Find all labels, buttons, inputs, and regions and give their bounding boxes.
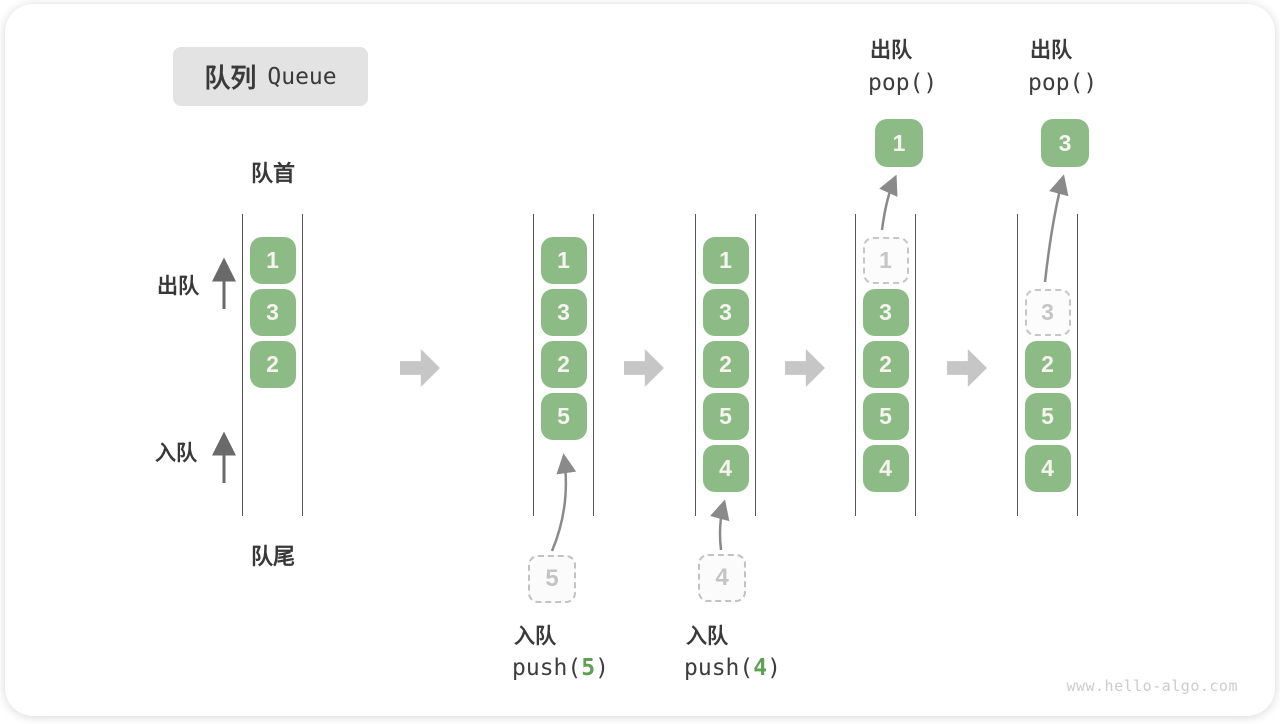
queue-cell: 1 bbox=[249, 237, 296, 284]
op-code-push-4: push(4) bbox=[684, 655, 781, 681]
staging-box-5: 5 bbox=[528, 555, 576, 603]
queue-cell: 1 bbox=[702, 237, 749, 284]
queue-cell: 2 bbox=[862, 341, 909, 388]
code-prefix: push( bbox=[684, 655, 754, 681]
label-dequeue-side: 出队 bbox=[157, 275, 199, 298]
queue-cell: 5 bbox=[1024, 393, 1071, 440]
queue-cell: 2 bbox=[249, 341, 296, 388]
queue-cell: 2 bbox=[702, 341, 749, 388]
code-arg: 5 bbox=[581, 655, 596, 681]
watermark: www.hello-algo.com bbox=[1066, 677, 1238, 695]
queue-cell: 5 bbox=[862, 393, 909, 440]
queue-cell: 5 bbox=[540, 393, 587, 440]
label-queue-front: 队首 bbox=[250, 161, 296, 186]
staging-box-4: 4 bbox=[698, 554, 746, 602]
op-code-pop-1: pop() bbox=[868, 70, 938, 96]
popped-box-3: 3 bbox=[1041, 119, 1089, 167]
queue-cell: 3 bbox=[249, 289, 296, 336]
queue-cell: 1 bbox=[540, 237, 587, 284]
state-transition-arrow-4 bbox=[947, 349, 987, 387]
queue-cell: 5 bbox=[702, 393, 749, 440]
code-suffix: ) bbox=[767, 655, 781, 681]
state-transition-arrow-1 bbox=[400, 349, 440, 387]
op-label-dequeue-2: 出队 bbox=[1030, 39, 1072, 62]
queue-cell: 4 bbox=[702, 445, 749, 492]
queue-column-1: 1 3 2 bbox=[242, 214, 303, 516]
op-label-dequeue-1: 出队 bbox=[870, 39, 912, 62]
queue-column-3: 1 3 2 5 4 bbox=[695, 214, 756, 516]
code-arg: 4 bbox=[753, 655, 768, 681]
label-queue-rear: 队尾 bbox=[250, 544, 296, 569]
code-prefix: push( bbox=[512, 655, 582, 681]
queue-cell: 3 bbox=[862, 289, 909, 336]
title-en: Queue bbox=[267, 63, 337, 90]
queue-cell: 3 bbox=[540, 289, 587, 336]
queue-cell: 2 bbox=[1024, 341, 1071, 388]
queue-cell: 2 bbox=[540, 341, 587, 388]
op-label-enqueue-1: 入队 bbox=[514, 625, 556, 648]
queue-cell: 4 bbox=[1024, 445, 1071, 492]
state-transition-arrow-3 bbox=[785, 349, 825, 387]
title-zh: 队列 bbox=[204, 63, 257, 93]
queue-cell-ghost: 1 bbox=[862, 237, 909, 284]
label-enqueue-side: 入队 bbox=[155, 442, 197, 465]
op-code-pop-2: pop() bbox=[1028, 70, 1098, 96]
op-code-push-5: push(5) bbox=[512, 655, 609, 681]
code-suffix: ) bbox=[595, 655, 609, 681]
queue-column-2: 1 3 2 5 bbox=[533, 214, 594, 516]
diagram-stage: 队列 Queue 队首 队尾 出队 入队 1 3 2 1 3 2 5 5 入队 … bbox=[5, 4, 1275, 716]
title-badge: 队列 Queue bbox=[173, 47, 368, 106]
queue-cell-ghost: 3 bbox=[1024, 289, 1071, 336]
queue-cell: 4 bbox=[862, 445, 909, 492]
queue-cell: 3 bbox=[702, 289, 749, 336]
op-label-enqueue-2: 入队 bbox=[686, 625, 728, 648]
figure-card: 队列 Queue 队首 队尾 出队 入队 1 3 2 1 3 2 5 5 入队 … bbox=[5, 4, 1275, 716]
popped-box-1: 1 bbox=[875, 119, 923, 167]
queue-column-4: 1 3 2 5 4 bbox=[855, 214, 916, 516]
queue-column-5: 3 2 5 4 bbox=[1017, 214, 1078, 516]
state-transition-arrow-2 bbox=[624, 349, 664, 387]
